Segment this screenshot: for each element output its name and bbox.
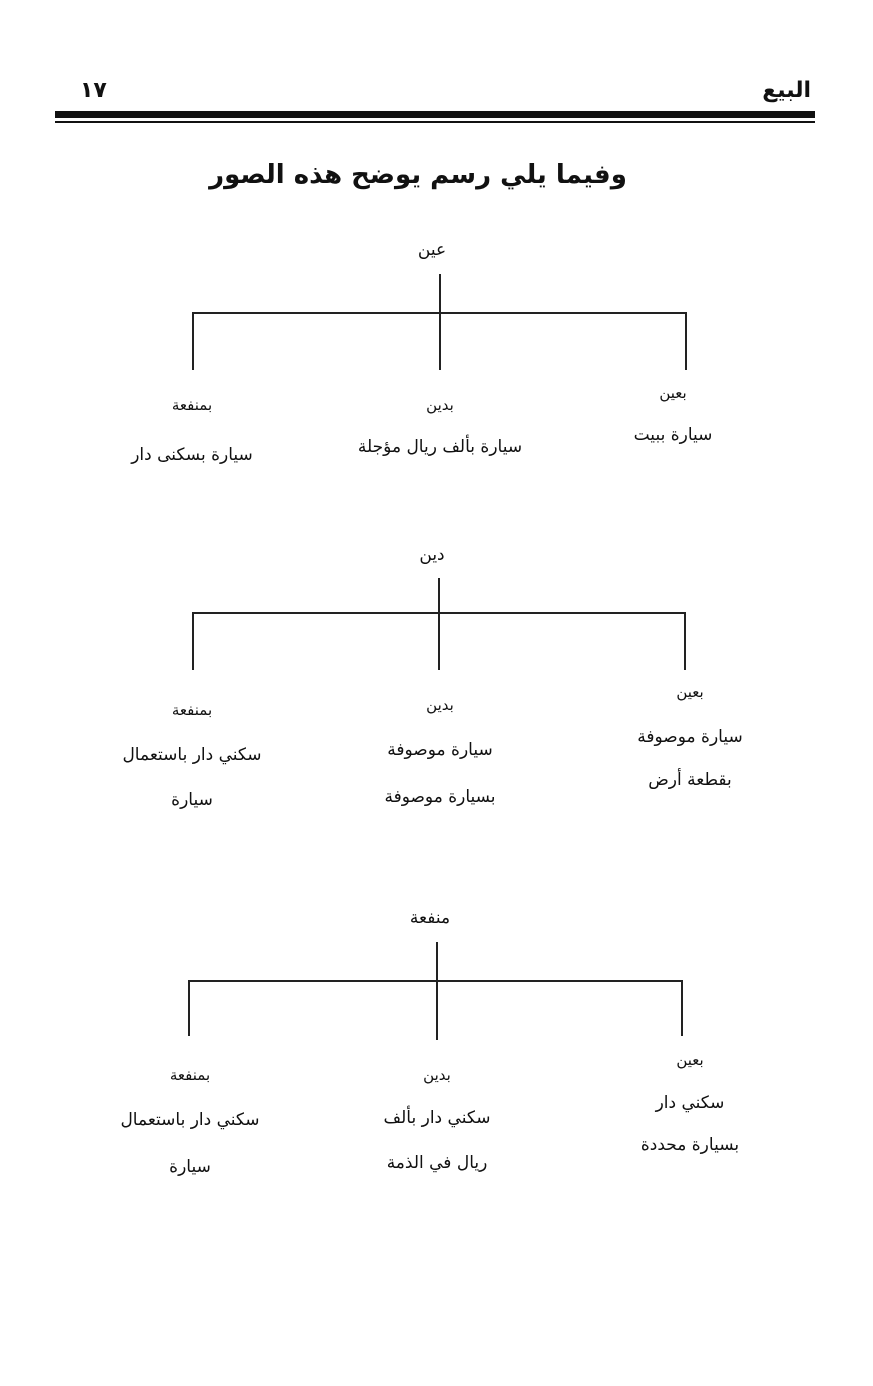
branch-text: سيارة بسكنى دار	[131, 445, 253, 465]
branch-label: بدين	[426, 696, 454, 714]
branch-text: سكني دار باستعمال	[120, 1110, 260, 1130]
branch-text: سكني دار	[655, 1093, 725, 1113]
branch-text: ريال في الذمة	[386, 1153, 488, 1173]
header-rule-thin	[55, 121, 815, 123]
connector	[188, 980, 682, 982]
branch-label: بدين	[426, 396, 454, 414]
diagram-root: دين	[419, 545, 445, 565]
connector	[192, 612, 685, 614]
branch-text: سكني دار بألف	[383, 1108, 491, 1128]
branch-text: سيارة موصوفة	[387, 740, 493, 760]
connector	[681, 980, 683, 1036]
branch-text: بسيارة موصوفة	[384, 787, 496, 807]
connector	[436, 942, 438, 1040]
branch-label: بعين	[659, 384, 687, 402]
connector	[439, 274, 441, 370]
connector	[192, 312, 686, 314]
connector	[188, 980, 190, 1036]
branch-label: بعين	[676, 683, 704, 701]
connector	[685, 312, 687, 370]
connector	[192, 612, 194, 670]
branch-label: بمنفعة	[169, 1066, 211, 1084]
branch-label: بعين	[676, 1051, 704, 1069]
diagram-root: منفعة	[409, 908, 451, 928]
branch-text: سيارة	[171, 790, 213, 810]
branch-label: بمنفعة	[171, 701, 213, 719]
branch-text: سيارة	[169, 1157, 211, 1177]
header-rule-thick	[55, 111, 815, 118]
connector	[438, 578, 440, 670]
chapter-title: البيع	[762, 78, 811, 103]
connector	[192, 312, 194, 370]
branch-text: سيارة موصوفة	[637, 727, 743, 747]
branch-text: بسيارة محددة	[640, 1135, 740, 1155]
branch-text: بقطعة أرض	[648, 770, 732, 790]
branch-text: سيارة بألف ريال مؤجلة	[357, 437, 523, 457]
page-number: ١٧	[80, 78, 107, 103]
connector	[684, 612, 686, 670]
section-title: وفيما يلي رسم يوضح هذه الصور	[209, 160, 627, 190]
branch-text: سيارة ببيت	[633, 425, 713, 445]
branch-label: بمنفعة	[171, 396, 213, 414]
branch-text: سكني دار باستعمال	[122, 745, 262, 765]
branch-label: بدين	[423, 1066, 451, 1084]
diagram-root: عين	[417, 240, 447, 260]
